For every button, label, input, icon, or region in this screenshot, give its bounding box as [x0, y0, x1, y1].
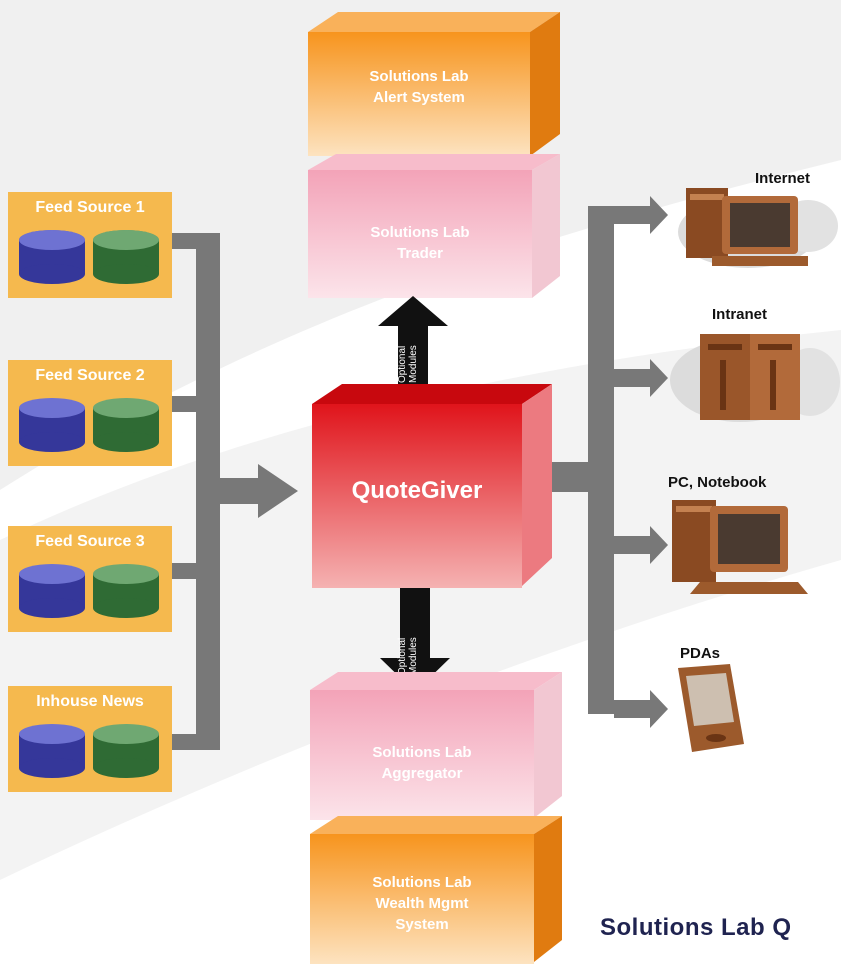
module-subtitle: System	[395, 916, 449, 933]
desktop-computer-icon	[678, 188, 838, 268]
output-label-pdas: PDAs	[680, 645, 721, 662]
trader-module: Solutions Lab Trader	[308, 150, 560, 298]
quotegiver-core: QuoteGiver	[312, 382, 552, 588]
optional-modules-down-arrow	[380, 588, 450, 692]
feed-source-1: Feed Source 1	[8, 192, 172, 298]
feed-source-3: Feed Source 3	[8, 526, 172, 632]
pda-icon	[678, 664, 744, 752]
database-icon	[19, 230, 159, 284]
feed-source-label: Feed Source 3	[35, 533, 145, 550]
module-title: Solutions Lab	[370, 224, 470, 241]
server-icon	[670, 334, 840, 422]
inhouse-news-source: Inhouse News	[8, 686, 172, 792]
optional-label-line2: Modules	[408, 345, 419, 383]
aggregator-module: Solutions Lab Aggregator	[310, 668, 562, 820]
database-icon	[19, 398, 159, 452]
feed-source-label: Inhouse News	[36, 693, 144, 710]
optional-modules-up-arrow	[378, 296, 448, 388]
optional-label-line1: Optional	[397, 345, 408, 383]
database-icon	[19, 724, 159, 778]
feed-source-label: Feed Source 2	[35, 367, 145, 384]
quotegiver-label: QuoteGiver	[351, 477, 483, 504]
output-label-pc-notebook: PC, Notebook	[668, 474, 767, 491]
module-title: Solutions Lab	[372, 874, 472, 891]
pc-icon	[672, 500, 808, 594]
module-subtitle: Trader	[397, 245, 443, 262]
wealth-mgmt-module: Solutions Lab Wealth Mgmt System	[310, 812, 562, 964]
module-title: Solutions Lab	[372, 744, 472, 761]
feed-source-2: Feed Source 2	[8, 360, 172, 466]
module-subtitle: Aggregator	[381, 765, 463, 782]
database-icon	[19, 564, 159, 618]
module-title: Solutions Lab	[369, 68, 469, 85]
feed-source-label: Feed Source 1	[35, 199, 145, 216]
output-label-intranet: Intranet	[712, 306, 768, 323]
module-subtitle: Alert System	[373, 89, 465, 106]
module-subtitle: Wealth Mgmt	[375, 895, 469, 912]
optional-modules-label: Optional Modules	[397, 345, 419, 383]
alert-system-module: Solutions Lab Alert System	[308, 6, 560, 158]
output-label-internet: Internet	[755, 170, 811, 187]
brand-text: Solutions Lab Q	[600, 914, 792, 941]
